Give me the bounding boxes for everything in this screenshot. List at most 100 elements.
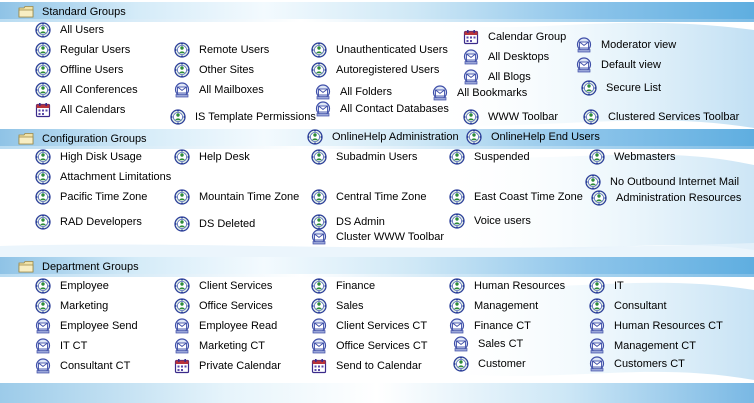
group-item[interactable]: DS Admin xyxy=(311,213,385,231)
group-item[interactable]: Office Services xyxy=(174,297,273,315)
group-item[interactable]: Central Time Zone xyxy=(311,188,426,206)
group-item-label: Attachment Limitations xyxy=(60,171,172,183)
group-item[interactable]: Marketing CT xyxy=(174,337,265,355)
group-item[interactable]: Cluster WWW Toolbar xyxy=(311,228,444,246)
group-item[interactable]: Human Resources xyxy=(449,277,565,295)
group-item[interactable]: Employee Send xyxy=(35,317,138,335)
group-item[interactable]: All Folders xyxy=(315,83,392,101)
group-item[interactable]: Consultant xyxy=(589,297,667,315)
group-item[interactable]: All Blogs xyxy=(463,68,531,86)
group-item[interactable]: Customer xyxy=(453,355,526,373)
group-item[interactable]: Customers CT xyxy=(589,355,685,373)
group-item[interactable]: Remote Users xyxy=(174,41,269,59)
mailbox-icon xyxy=(35,318,51,334)
group-item[interactable]: Human Resources CT xyxy=(589,317,723,335)
group-item[interactable]: All Contact Databases xyxy=(315,100,449,118)
folder-icon xyxy=(18,6,34,18)
section-header-department[interactable]: Department Groups xyxy=(0,257,754,277)
group-item-label: Management xyxy=(474,300,539,312)
group-item[interactable]: Calendar Group xyxy=(463,28,566,46)
group-item[interactable]: Regular Users xyxy=(35,41,130,59)
group-icon xyxy=(311,278,327,294)
group-item[interactable]: Unauthenticated Users xyxy=(311,41,448,59)
group-item[interactable]: WWW Toolbar xyxy=(463,108,558,126)
group-item[interactable]: East Coast Time Zone xyxy=(449,188,583,206)
group-item[interactable]: Moderator view xyxy=(576,36,676,54)
group-item[interactable]: IT CT xyxy=(35,337,87,355)
group-item[interactable]: Offline Users xyxy=(35,61,123,79)
mailbox-icon xyxy=(174,338,190,354)
mailbox-icon xyxy=(311,338,327,354)
group-icon xyxy=(449,298,465,314)
group-item-label: Other Sites xyxy=(199,64,255,76)
group-item[interactable]: Send to Calendar xyxy=(311,357,422,375)
group-item[interactable]: Management xyxy=(449,297,538,315)
group-item[interactable]: Finance CT xyxy=(449,317,531,335)
group-item[interactable]: Autoregistered Users xyxy=(311,61,439,79)
group-item[interactable]: Employee xyxy=(35,277,109,295)
group-item[interactable]: Mountain Time Zone xyxy=(174,188,299,206)
group-item-label: Management CT xyxy=(614,340,696,352)
group-icon xyxy=(35,62,51,78)
group-item[interactable]: No Outbound Internet Mail xyxy=(585,173,739,191)
group-item[interactable]: High Disk Usage xyxy=(35,148,142,166)
group-item[interactable]: All Bookmarks xyxy=(432,84,527,102)
group-item[interactable]: Private Calendar xyxy=(174,357,281,375)
group-icon xyxy=(466,129,482,145)
group-item[interactable]: Subadmin Users xyxy=(311,148,417,166)
group-item-label: Marketing xyxy=(60,300,109,312)
group-item-label: All Mailboxes xyxy=(199,84,264,96)
group-item[interactable]: Webmasters xyxy=(589,148,676,166)
group-icon xyxy=(311,149,327,165)
group-item[interactable]: Attachment Limitations xyxy=(35,168,171,186)
group-item[interactable]: IT xyxy=(589,277,624,295)
group-item[interactable]: DS Deleted xyxy=(174,215,255,233)
group-item[interactable]: All Mailboxes xyxy=(174,81,264,99)
group-item[interactable]: Administration Resources xyxy=(591,189,741,207)
group-item-label: Default view xyxy=(601,59,661,71)
group-item-label: Customer xyxy=(478,358,526,370)
group-item[interactable]: Other Sites xyxy=(174,61,254,79)
group-item-label: OnlineHelp Administration xyxy=(332,131,459,143)
group-item[interactable]: OnlineHelp End Users xyxy=(466,128,600,146)
mailbox-icon xyxy=(35,358,51,374)
group-item[interactable]: OnlineHelp Administration xyxy=(307,128,459,146)
group-item[interactable]: Help Desk xyxy=(174,148,250,166)
group-item[interactable]: Suspended xyxy=(449,148,530,166)
group-item[interactable]: All Calendars xyxy=(35,101,125,119)
group-item[interactable]: Voice users xyxy=(449,212,531,230)
group-item[interactable]: Consultant CT xyxy=(35,357,130,375)
mailbox-icon xyxy=(311,229,327,245)
group-item[interactable]: Client Services CT xyxy=(311,317,427,335)
group-item-label: Client Services CT xyxy=(336,320,428,332)
group-item[interactable]: Pacific Time Zone xyxy=(35,188,147,206)
group-icon xyxy=(449,213,465,229)
group-item-label: RAD Developers xyxy=(60,216,142,228)
group-item[interactable]: Sales xyxy=(311,297,364,315)
group-item[interactable]: RAD Developers xyxy=(35,213,142,231)
group-item[interactable]: Office Services CT xyxy=(311,337,428,355)
group-item-label: Central Time Zone xyxy=(336,191,427,203)
section-header-standard[interactable]: Standard Groups xyxy=(0,2,754,22)
group-item[interactable]: Employee Read xyxy=(174,317,277,335)
group-icon xyxy=(174,149,190,165)
calendar-icon xyxy=(35,103,51,118)
group-item[interactable]: Default view xyxy=(576,56,661,74)
group-icon xyxy=(311,214,327,230)
group-item-label: Client Services xyxy=(199,280,273,292)
group-item[interactable]: All Desktops xyxy=(463,48,549,66)
group-item-label: Sales CT xyxy=(478,338,524,350)
group-item[interactable]: Management CT xyxy=(589,337,696,355)
section-title: Configuration Groups xyxy=(42,133,147,145)
group-item[interactable]: All Users xyxy=(35,21,104,39)
group-item[interactable]: All Conferences xyxy=(35,81,138,99)
group-item[interactable]: Clustered Services Toolbar xyxy=(583,108,739,126)
group-item[interactable]: Secure List xyxy=(581,79,661,97)
group-item[interactable]: IS Template Permissions xyxy=(170,108,316,126)
group-item[interactable]: Finance xyxy=(311,277,375,295)
section-header-configuration[interactable]: Configuration Groups xyxy=(0,129,754,149)
group-item[interactable]: Marketing xyxy=(35,297,108,315)
group-item[interactable]: Sales CT xyxy=(453,335,523,353)
group-item[interactable]: Client Services xyxy=(174,277,272,295)
group-item-label: Voice users xyxy=(474,215,531,227)
